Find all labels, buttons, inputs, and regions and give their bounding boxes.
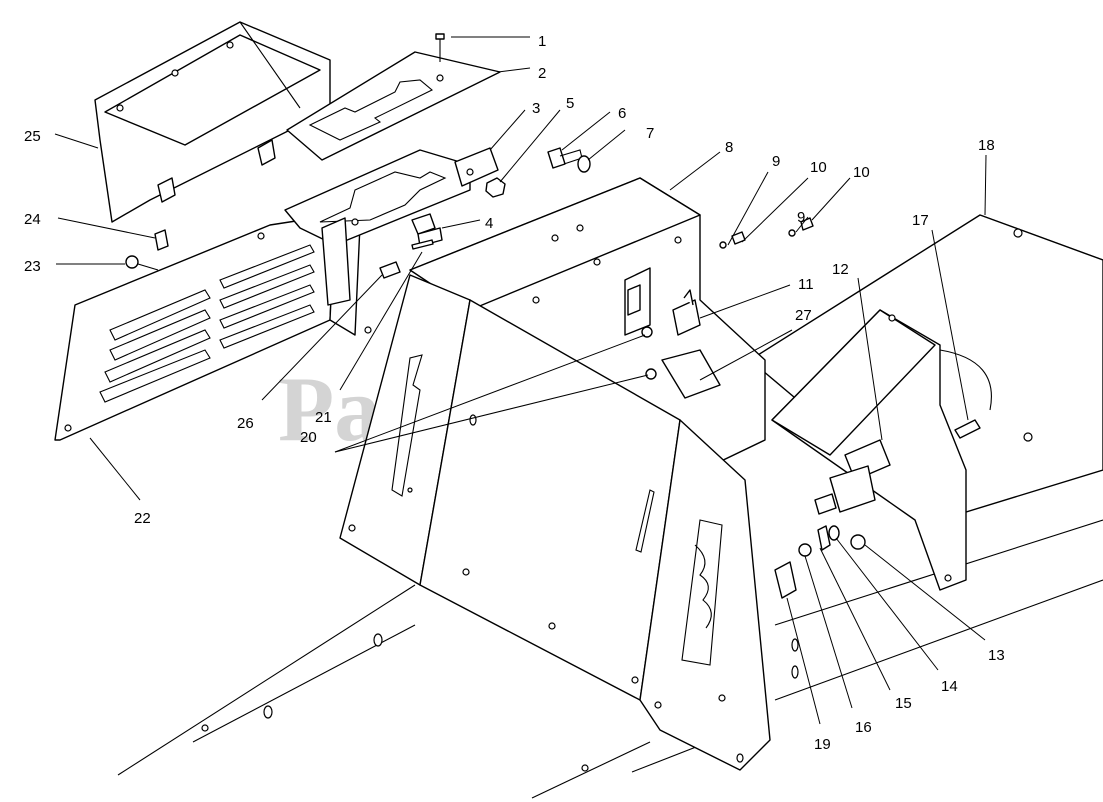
callout-26: 26 (237, 415, 254, 432)
callout-19: 20 (300, 429, 317, 446)
callout-13: 17 (912, 212, 929, 229)
callout-10a: 10 (810, 159, 827, 176)
mounting-plate (284, 149, 471, 306)
leader-lines (54, 36, 987, 725)
callout-7: 7 (646, 125, 654, 142)
callout-14: 18 (978, 137, 995, 154)
rear-shroud (94, 21, 331, 223)
bracket (454, 147, 499, 187)
callout-12: 12 (832, 261, 849, 278)
callout-5: 5 (566, 95, 574, 112)
callout-18: 16 (855, 719, 872, 736)
callout-25: 19 (814, 736, 831, 753)
callout-27: 27 (795, 307, 812, 324)
callout-11: 11 (798, 276, 814, 293)
callout-23: 24 (24, 211, 41, 228)
callout-24: 25 (24, 128, 41, 145)
callout-2: 2 (538, 65, 546, 82)
callout-16: 14 (941, 678, 958, 695)
front-panel (339, 274, 771, 771)
callout-20: 21 (315, 409, 332, 426)
callout-4: 4 (485, 215, 493, 232)
callout-15: 13 (988, 647, 1005, 664)
callout-1: 1 (538, 33, 546, 50)
callout-6: 6 (618, 105, 626, 122)
callout-10b: 10 (853, 164, 870, 181)
hardware (125, 33, 981, 599)
callout-8: 8 (725, 139, 733, 156)
callout-9a: 9 (772, 153, 780, 170)
callout-21: 22 (134, 510, 151, 527)
callout-labels: 1 2 3 5 6 7 8 9 10 10 9 18 17 12 11 27 4… (24, 33, 1005, 753)
console-plate (286, 51, 501, 161)
callout-17: 15 (895, 695, 912, 712)
callout-22: 23 (24, 258, 41, 275)
callout-9b: 9 (797, 209, 805, 226)
callout-3: 3 (532, 100, 540, 117)
